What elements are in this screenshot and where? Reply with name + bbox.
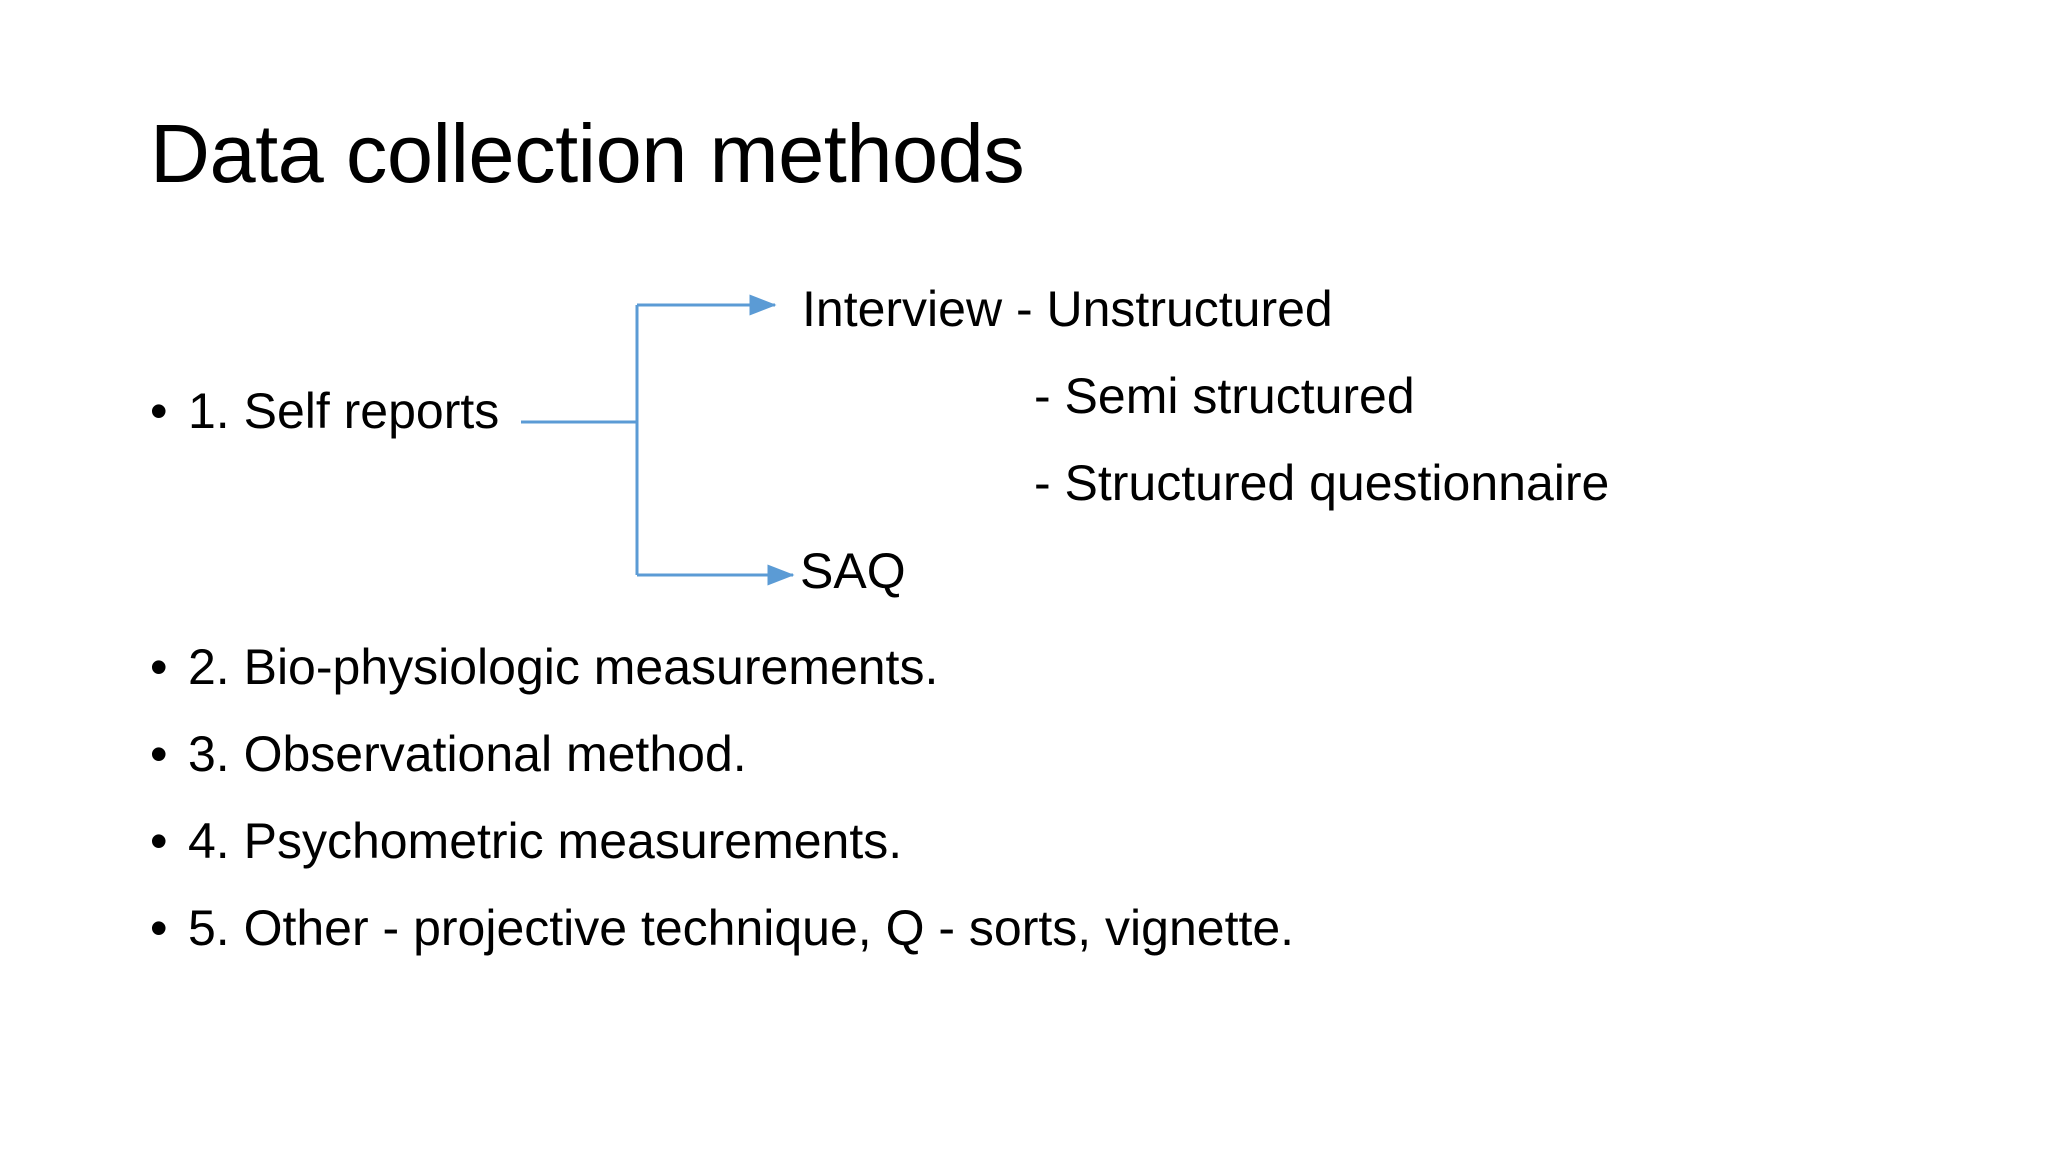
bullet-marker-icon: •	[150, 639, 168, 695]
page-title: Data collection methods	[150, 107, 1025, 200]
bullet-marker-icon: •	[150, 726, 168, 782]
list-item-label: 3. Observational method.	[188, 726, 747, 782]
bullet-marker-icon: •	[150, 900, 168, 956]
list-item-label: 4. Psychometric measurements.	[188, 813, 903, 869]
list-item-label: 1. Self reports	[188, 383, 500, 439]
list-item: • 4. Psychometric measurements.	[150, 815, 902, 868]
bullet-marker-icon: •	[150, 383, 168, 439]
list-item: • 3. Observational method.	[150, 728, 747, 781]
branch-label-interview: Interview - Unstructured	[802, 281, 1333, 337]
branch-label-saq: SAQ	[800, 543, 906, 599]
branch-label-structured-questionnaire: - Structured questionnaire	[1034, 455, 1610, 511]
list-item: • 5. Other - projective technique, Q - s…	[150, 902, 1294, 955]
list-item: • 1. Self reports	[150, 385, 499, 438]
bullet-marker-icon: •	[150, 813, 168, 869]
list-item: • 2. Bio-physiologic measurements.	[150, 641, 938, 694]
list-item-label: 5. Other - projective technique, Q - sor…	[188, 900, 1295, 956]
branch-label-semi-structured: - Semi structured	[1034, 368, 1415, 424]
list-item-label: 2. Bio-physiologic measurements.	[188, 639, 939, 695]
